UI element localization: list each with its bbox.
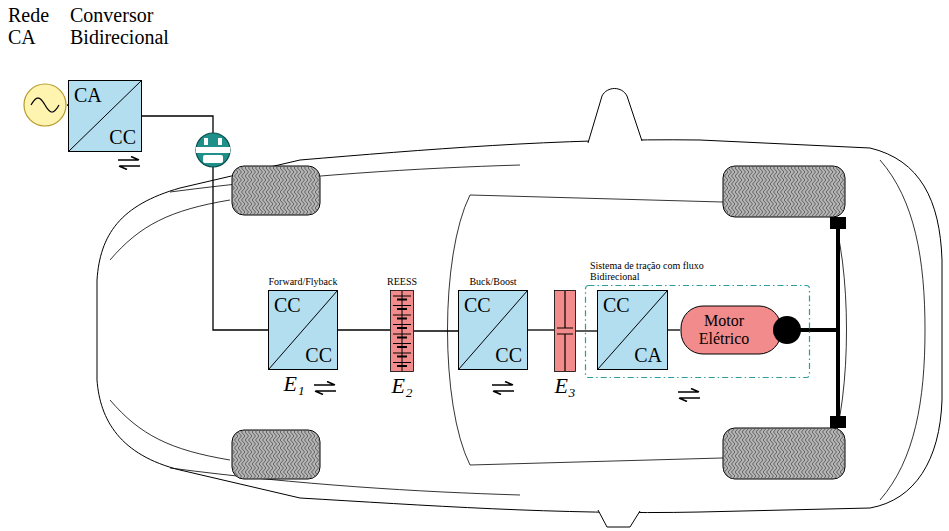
heading-label: REESS bbox=[387, 276, 417, 287]
power-wire bbox=[67, 104, 68, 105]
energy-label: E₃ bbox=[554, 374, 575, 398]
heading-label: Forward/Flyback bbox=[269, 276, 338, 287]
box-label: CC bbox=[495, 344, 522, 366]
dc-dc-converter: Forward/FlybackCCCCE₁ bbox=[268, 290, 338, 370]
power-wire bbox=[576, 330, 597, 331]
bidirectional-arrow bbox=[314, 382, 336, 395]
box-label: CC bbox=[305, 344, 332, 366]
battery-pack: REESSE₂ bbox=[390, 290, 414, 372]
power-wire bbox=[414, 330, 458, 331]
box-label: Motor Elétrico bbox=[680, 312, 768, 347]
heading-label: Conversor Bidirecional bbox=[70, 4, 220, 48]
power-wire bbox=[528, 329, 554, 330]
box-label: CC bbox=[274, 294, 301, 316]
capacitor-bank-outline bbox=[554, 290, 576, 372]
box-label: CC bbox=[464, 294, 491, 316]
heading-label: Sistema de tração com fluxo Bidirecional bbox=[590, 260, 730, 282]
wing-mirror bbox=[598, 510, 640, 527]
charging-plug bbox=[196, 133, 230, 167]
ac-dc-converter: Conversor BidirecionalCACC bbox=[68, 80, 142, 152]
power-wire bbox=[338, 329, 390, 330]
energy-label: E₁ bbox=[283, 372, 304, 396]
heading-label: Buck/Boost bbox=[469, 276, 516, 287]
rear-axle bbox=[798, 217, 846, 428]
wheels bbox=[232, 166, 845, 479]
box-label: CC bbox=[109, 126, 136, 148]
power-wire bbox=[668, 329, 680, 330]
box-label: CA bbox=[74, 84, 102, 106]
energy-label: E₂ bbox=[391, 374, 412, 398]
box-label: CC bbox=[603, 294, 630, 316]
inverter-box: CC CA bbox=[597, 290, 668, 370]
heading-label: Rede CA bbox=[8, 4, 68, 48]
bidirectional-arrow bbox=[118, 157, 140, 170]
ac-source-outline bbox=[23, 83, 67, 127]
bidirectional-arrow bbox=[678, 389, 700, 402]
wing-mirror bbox=[588, 89, 642, 144]
capacitor-bank: E₃ bbox=[554, 290, 576, 372]
box-label: CA bbox=[634, 344, 662, 366]
ac-source: Rede CA bbox=[23, 83, 67, 127]
car-body bbox=[97, 140, 942, 513]
bidirectional-arrow bbox=[492, 382, 514, 395]
battery-pack-outline bbox=[390, 290, 414, 372]
electric-motor: Motor Elétrico bbox=[680, 303, 805, 357]
dc-dc-converter: Buck/BoostCCCC bbox=[458, 290, 528, 370]
power-wire bbox=[142, 116, 268, 330]
traction-group: Sistema de tração com fluxo Bidirecional… bbox=[585, 285, 810, 378]
